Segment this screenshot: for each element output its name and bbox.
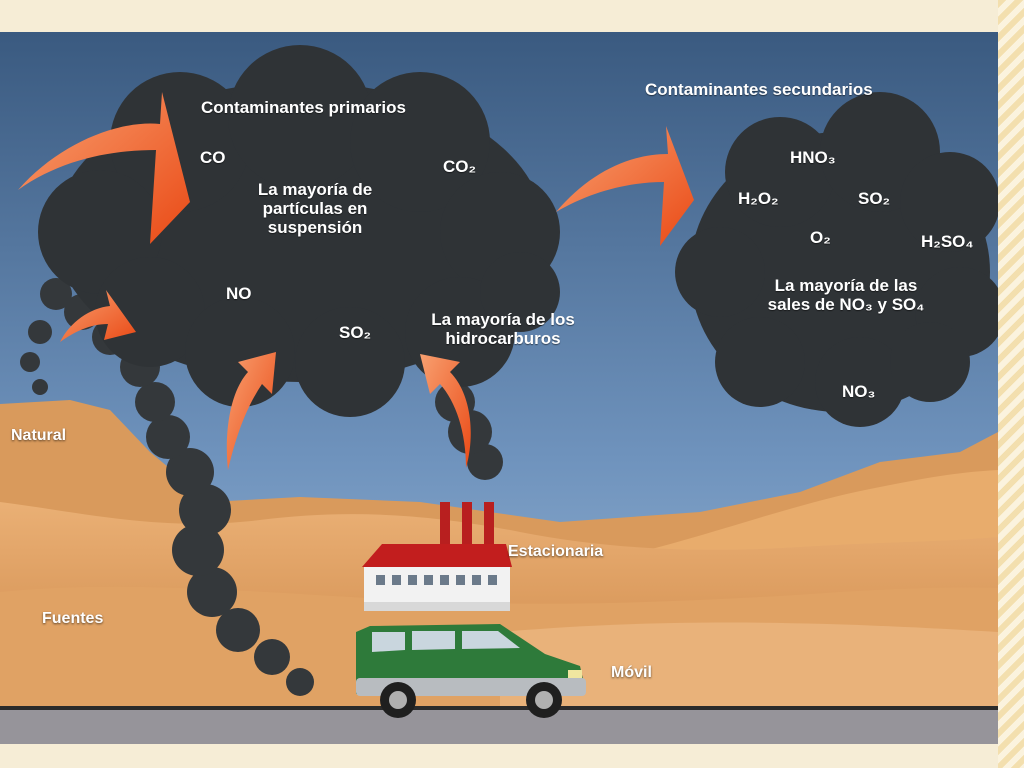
primary-title: Contaminantes primarios [201, 98, 406, 117]
label-co2-primary: CO₂ [443, 157, 477, 176]
label-hydrocarbons: La mayoría de los hidrocarburos [431, 310, 575, 348]
label-natural: Natural [11, 427, 67, 444]
road-edge [0, 706, 998, 710]
factory [362, 502, 512, 611]
label-estacionaria: Estacionaria [508, 543, 604, 560]
label-salts: La mayoría de las sales de NO₃ y SO₄ [767, 276, 925, 314]
label-so2-secondary: SO₂ [858, 189, 891, 208]
label-o2: O₂ [810, 228, 831, 247]
secondary-cloud [675, 92, 998, 427]
decorative-stripes [998, 0, 1024, 768]
label-h2so4: H₂SO₄ [921, 232, 974, 251]
secondary-title: Contaminantes secundarios [645, 80, 873, 99]
arrow-mid-left [60, 290, 136, 342]
label-co: CO [200, 148, 226, 167]
arrows [18, 92, 694, 470]
pollution-diagram [0, 32, 998, 744]
label-hno3: HNO₃ [790, 148, 836, 167]
road [0, 708, 998, 744]
label-fuentes: Fuentes [42, 610, 104, 627]
arrow-up-right [420, 354, 471, 468]
label-h2o2: H₂O₂ [738, 189, 779, 208]
arrow-up-left [226, 352, 276, 470]
factory-smoke [435, 382, 503, 480]
label-movil: Móvil [611, 664, 652, 681]
label-no: NO [226, 284, 252, 303]
label-particles: La mayoría de partículas en suspensión [257, 180, 373, 237]
label-so2-primary: SO₂ [339, 323, 372, 342]
arrow-to-secondary [556, 126, 694, 246]
label-no3: NO₃ [842, 382, 876, 401]
arrow-top-left [18, 92, 190, 244]
smoke-column [20, 278, 314, 696]
car [356, 624, 586, 718]
